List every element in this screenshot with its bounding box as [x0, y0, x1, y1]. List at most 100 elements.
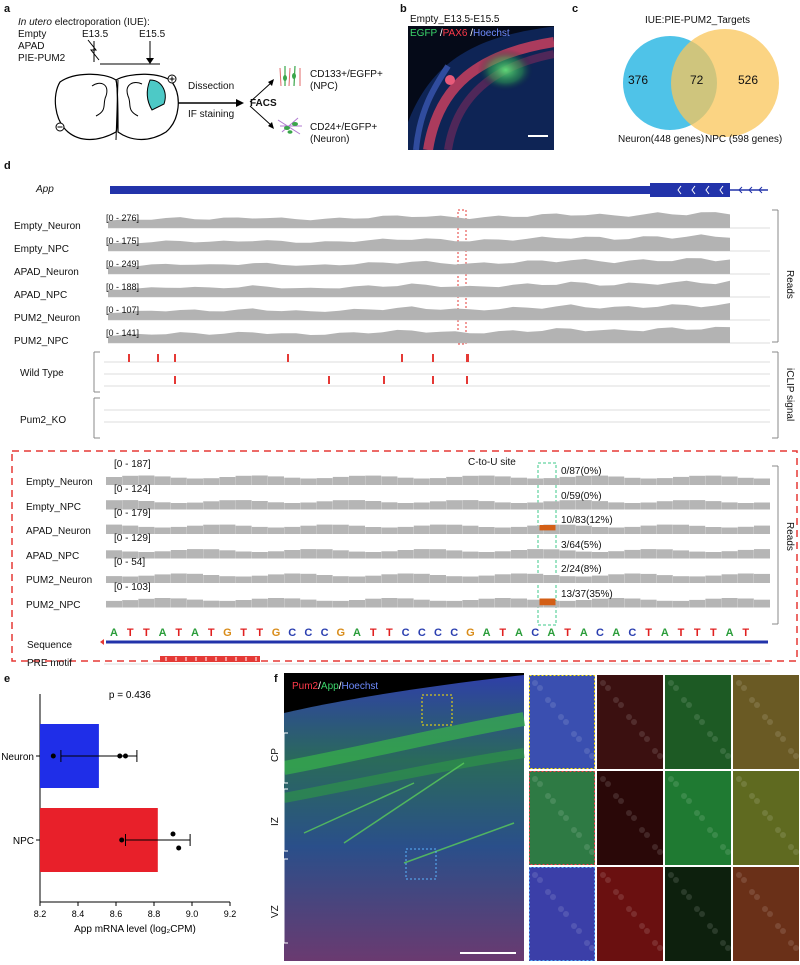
coverage-bar [219, 477, 236, 485]
coverage-bar [413, 573, 430, 583]
sequence-base: T [143, 627, 150, 639]
coverage-bar [462, 576, 479, 583]
coverage-bar [381, 551, 398, 559]
coverage-bar [203, 575, 220, 583]
coverage-bar [446, 576, 463, 583]
coverage-bar [656, 549, 673, 559]
coverage-bar [349, 475, 365, 485]
coverage-bar [187, 502, 203, 510]
coverage-bar [673, 524, 689, 534]
coverage-bar [462, 525, 479, 534]
sequence-base: A [110, 627, 118, 639]
coverage-bar [527, 549, 544, 559]
zoom-track-range: [0 - 187] [114, 459, 151, 470]
sequence-base: C [321, 627, 329, 639]
egfp-text: EGFP [410, 28, 438, 39]
image-b-title: Empty_E13.5-E15.5 [410, 14, 500, 25]
inset-border [529, 675, 595, 769]
sequence-base: T [645, 627, 652, 639]
coverage-bar [203, 600, 220, 608]
coverage-bar [332, 600, 349, 608]
coverage-bar [754, 573, 770, 583]
coverage-bar [624, 477, 641, 485]
coverage-bar [640, 549, 657, 559]
coverage-bar [332, 476, 349, 485]
coverage-bar [381, 598, 398, 608]
coverage-bar [365, 552, 382, 559]
inset-image [733, 771, 799, 865]
coverage-bar [365, 598, 382, 608]
coverage-bar [251, 475, 268, 485]
pax6-text: PAX6 [442, 28, 468, 39]
coverage-bar [462, 551, 479, 559]
inset-box-yellow [421, 694, 453, 726]
coverage-track [108, 258, 730, 274]
zoom-track-range: [0 - 103] [114, 581, 151, 593]
coverage-bar [640, 525, 657, 534]
coverage-bar [673, 576, 689, 583]
sequence-base: G [337, 627, 346, 639]
coverage-bar [656, 600, 673, 608]
hoechst-text: Hoechst [341, 681, 379, 692]
stain-legend-b: EGFP /PAX6 /Hoechst [410, 28, 510, 40]
coverage-bar [608, 574, 625, 583]
coverage-bar [138, 575, 155, 583]
panel-label-f: f [274, 673, 278, 685]
inset-box-blue [405, 848, 437, 880]
coverage-bar [559, 524, 576, 534]
inset-image [529, 771, 595, 865]
coverage-bar [284, 526, 301, 534]
sequence-base: A [612, 627, 620, 639]
coverage-bar [203, 549, 220, 559]
coverage-bar [300, 549, 317, 559]
coverage-bar [640, 502, 657, 510]
down-arrow-icon [146, 58, 154, 64]
coverage-track [108, 234, 730, 251]
coverage-bar [106, 576, 122, 583]
coverage-track [108, 280, 730, 297]
panel-label-e: e [4, 673, 11, 685]
coverage-bar [300, 502, 317, 510]
track-range: [0 - 249] [106, 259, 140, 269]
coverage-bar [543, 478, 560, 485]
coverage-bar [446, 600, 463, 608]
sequence-base: A [547, 627, 555, 639]
coverage-bar [656, 478, 673, 485]
coverage-bar [235, 576, 252, 583]
coverage-bar [154, 527, 171, 534]
coverage-bar [122, 525, 139, 534]
coverage-bar [316, 600, 333, 608]
inset-border [529, 867, 595, 961]
coverage-bar [397, 573, 414, 583]
sequence-base: C [596, 627, 604, 639]
sequence-base: T [710, 627, 717, 639]
pre-motif-label: PRE motif [27, 658, 73, 669]
coverage-bar [640, 573, 657, 583]
coverage-bar [365, 527, 382, 534]
track-range: [0 - 141] [106, 328, 140, 338]
sequence-base: C [450, 627, 458, 639]
venn-right-label: NPC (598 genes) [705, 134, 783, 145]
iue-title: In utero electroporation (IUE): [18, 17, 150, 29]
coverage-bar [689, 525, 706, 534]
coverage-bar [219, 600, 236, 608]
sequence-base: T [127, 627, 134, 639]
coverage-bar [592, 575, 608, 583]
coverage-bar [316, 549, 333, 559]
coverage-bar [316, 501, 333, 510]
coverage-bar [511, 526, 527, 534]
coverage-bar [316, 478, 333, 485]
coverage-bar [478, 501, 495, 510]
coverage-bar [170, 477, 187, 485]
zone-iz: IZ [270, 817, 281, 826]
coverage-bar [413, 502, 430, 510]
coverage-bar [608, 476, 625, 485]
coverage-bar [527, 502, 544, 510]
coverage-bar [640, 478, 657, 485]
coverage-bar [316, 524, 333, 534]
iclip-peaks [128, 354, 469, 384]
editing-ratio: 3/64(5%) [561, 539, 602, 551]
coverage-bar [138, 501, 155, 510]
sequence-base: T [742, 627, 749, 639]
coverage-bar [154, 551, 171, 559]
